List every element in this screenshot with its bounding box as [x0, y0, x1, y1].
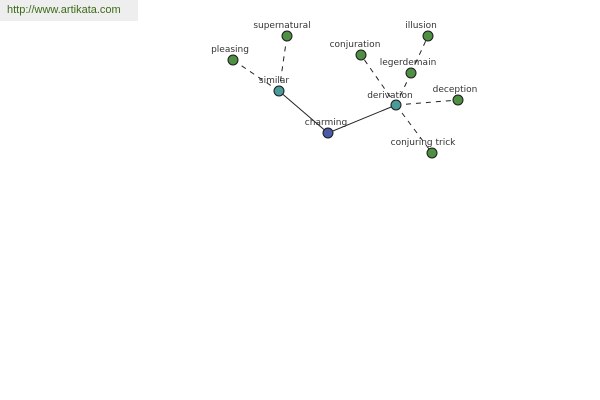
node-illusion[interactable]: illusion — [405, 21, 437, 42]
node-marker[interactable] — [273, 85, 285, 97]
node-derivation[interactable]: derivation — [367, 91, 413, 111]
node-label[interactable]: supernatural — [253, 21, 310, 31]
node-label[interactable]: legerdemain — [380, 58, 437, 68]
source-link[interactable]: http://www.artikata.com — [0, 0, 138, 21]
node-label[interactable]: illusion — [405, 21, 437, 31]
node-marker[interactable] — [422, 30, 434, 42]
node-pleasing[interactable]: pleasing — [211, 45, 249, 66]
node-similar[interactable]: similar — [259, 76, 289, 97]
edge-derivation-conjuring-trick — [395, 104, 433, 154]
edge-derivation-conjuration — [360, 54, 397, 106]
edge-charming-derivation — [327, 104, 397, 134]
node-marker[interactable] — [322, 127, 334, 139]
node-supernatural[interactable]: supernatural — [253, 21, 311, 42]
node-marker[interactable] — [227, 54, 239, 66]
node-marker[interactable] — [281, 30, 293, 42]
node-label[interactable]: similar — [259, 76, 289, 86]
node-marker[interactable] — [390, 99, 402, 111]
node-deception[interactable]: deception — [433, 85, 478, 106]
node-label[interactable]: derivation — [367, 91, 413, 101]
node-conjuring-trick[interactable]: conjuring trick — [391, 138, 457, 159]
edge-derivation-deception — [395, 99, 459, 106]
node-marker[interactable] — [452, 94, 464, 106]
node-label[interactable]: deception — [433, 85, 478, 95]
edges-layer — [232, 35, 459, 154]
node-label[interactable]: charming — [305, 118, 347, 128]
edge-legerdemain-illusion — [410, 35, 429, 74]
node-legerdemain[interactable]: legerdemain — [380, 58, 437, 79]
node-charming[interactable]: charming — [305, 118, 347, 139]
node-conjuration[interactable]: conjuration — [330, 40, 381, 61]
node-marker[interactable] — [355, 49, 367, 61]
node-marker[interactable] — [405, 67, 417, 79]
node-marker[interactable] — [426, 147, 438, 159]
node-label[interactable]: pleasing — [211, 45, 249, 55]
node-label[interactable]: conjuration — [330, 40, 381, 50]
nodes-layer: charming similar derivation supernatural ple… — [211, 21, 478, 159]
node-label[interactable]: conjuring trick — [391, 138, 457, 148]
edge-charming-similar — [278, 90, 329, 134]
